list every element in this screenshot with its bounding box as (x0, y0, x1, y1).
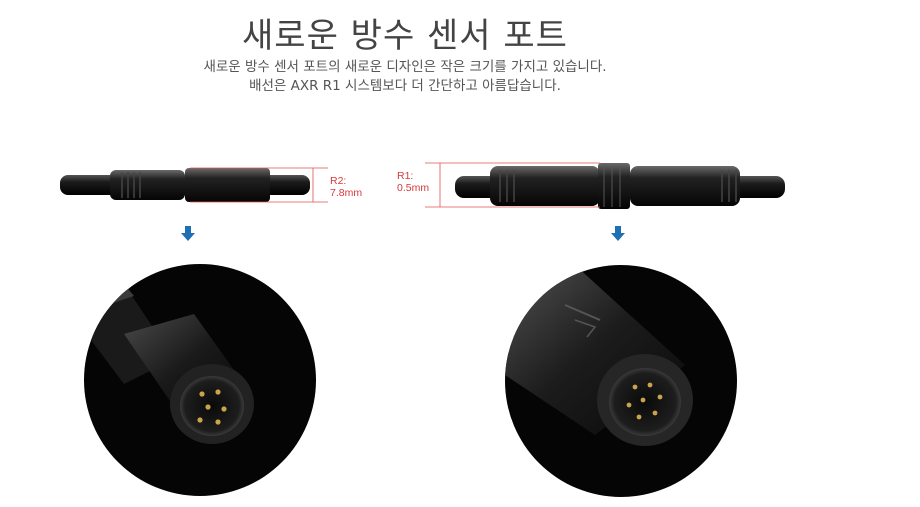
left-pins (197, 389, 227, 425)
right-coupling-nut (598, 163, 630, 209)
subtitle-line-2: 배선은 AXR R1 시스템보다 더 간단하고 아름답습니다. (249, 78, 561, 94)
right-pins (626, 382, 663, 420)
left-connector-side-view (60, 167, 328, 203)
page-subtitle: 새로운 방수 센서 포트의 새로운 디자인은 작은 크기를 가지고 있습니다. … (0, 58, 810, 96)
left-connector-closeup (84, 264, 316, 496)
arrow-down-icon (181, 226, 195, 241)
arrow-down-icon (611, 226, 625, 241)
subtitle-line-1: 새로운 방수 센서 포트의 새로운 디자인은 작은 크기를 가지고 있습니다. (203, 59, 607, 75)
right-closeup-photo (505, 265, 693, 446)
left-plug-sleeve (185, 168, 270, 202)
left-measure-lines (190, 167, 328, 203)
right-connector-side-view (425, 162, 785, 209)
right-measure-lines (425, 162, 600, 208)
right-plug-body-a (490, 166, 600, 206)
left-closeup-photo (84, 284, 254, 444)
right-measure-label: R1: 0.5mm (397, 170, 430, 194)
page-title: 새로운 방수 센서 포트 (242, 16, 568, 56)
right-connector-closeup (505, 265, 737, 497)
right-plug-body-b (630, 166, 740, 206)
left-measure-label: R2: 7.8mm (330, 175, 363, 199)
